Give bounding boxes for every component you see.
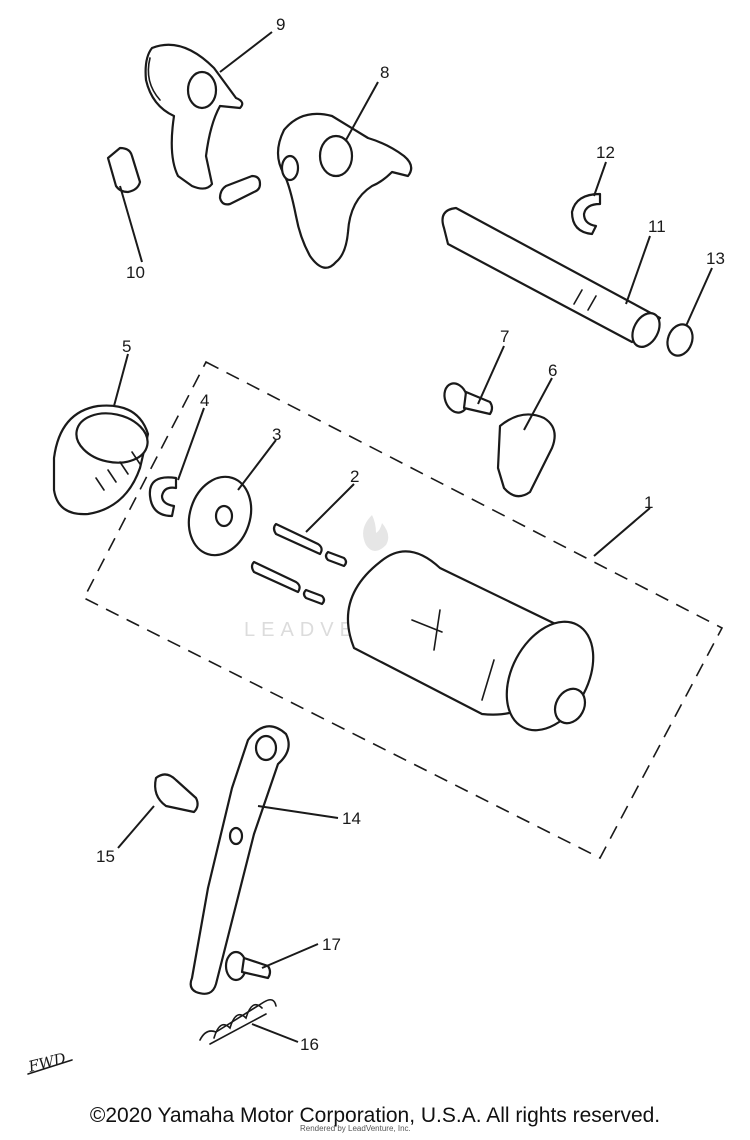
callout-17: 17 — [322, 935, 341, 954]
callout-3: 3 — [272, 425, 281, 444]
shift-lever-14 — [189, 725, 290, 995]
washer-3 — [187, 475, 253, 557]
callout-2: 2 — [350, 467, 359, 486]
spring-16 — [199, 998, 277, 1045]
callout-16: 16 — [300, 1035, 319, 1054]
plate-6 — [496, 413, 556, 498]
callout-7: 7 — [500, 327, 509, 346]
callout-11: 11 — [648, 217, 666, 236]
shift-fork-8 — [276, 112, 413, 269]
callout-10: 10 — [126, 263, 145, 282]
callout-15: 15 — [96, 847, 115, 866]
roller-15 — [154, 773, 199, 814]
bolt-17 — [224, 950, 272, 982]
pins-2 — [250, 522, 348, 606]
callout-1: 1 — [644, 493, 653, 512]
shift-fork-9 — [144, 43, 244, 190]
fwd-mark: FWD — [26, 1049, 73, 1076]
callout-13: 13 — [706, 249, 725, 268]
circlip-12 — [570, 192, 602, 236]
assembly-outline — [82, 360, 724, 860]
guide-bar-11 — [441, 206, 662, 348]
callout-8: 8 — [380, 63, 389, 82]
callout-12: 12 — [596, 143, 615, 162]
leader-lines — [113, 31, 713, 1043]
o-ring-13 — [666, 323, 694, 357]
callout-4: 4 — [200, 391, 209, 410]
circlip-4 — [148, 476, 178, 518]
callout-14: 14 — [342, 809, 361, 828]
callout-6: 6 — [548, 361, 557, 380]
bearing-5 — [52, 404, 150, 516]
callout-labels: 9 8 10 12 11 13 5 4 3 2 7 6 1 14 15 17 1… — [96, 15, 725, 1054]
callout-5: 5 — [122, 337, 131, 356]
shift-cam-drum-1 — [346, 550, 595, 732]
copyright-notice: ©2020 Yamaha Motor Corporation, U.S.A. A… — [89, 1104, 661, 1127]
callout-9: 9 — [276, 15, 285, 34]
bolt-7 — [443, 382, 494, 416]
rendered-by-note: Rendered by LeadVenture, Inc. — [300, 1124, 411, 1133]
